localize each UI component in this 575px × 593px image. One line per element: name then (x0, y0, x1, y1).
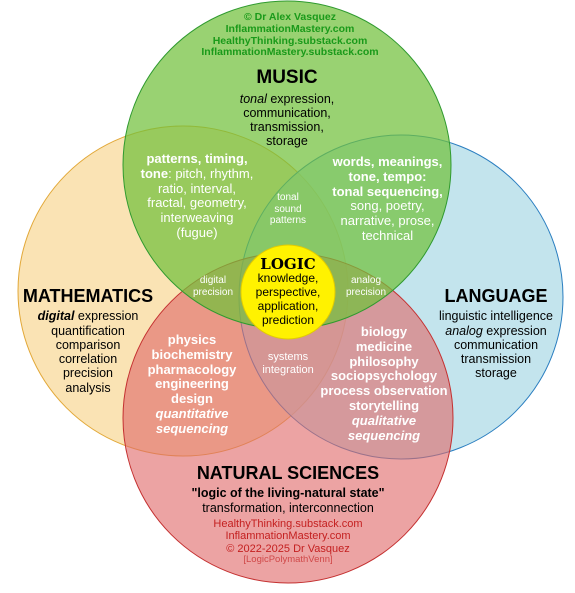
overlap-line: technical (361, 228, 414, 244)
math-line: digital expression (6, 309, 170, 323)
overlap-line: medicine (355, 338, 413, 354)
music-italic: tonal (239, 91, 267, 106)
small-line: analog (350, 275, 382, 286)
mathematics-label: MATHEMATICS digital expression quantific… (6, 286, 170, 395)
small-line: tonal (277, 192, 299, 203)
small-line: precision (192, 286, 234, 298)
systems-integration: systems integration (253, 351, 323, 376)
overlap-line: qualitative (351, 412, 417, 428)
music-label: MUSIC tonal expression, communication, t… (187, 67, 387, 149)
logic-circle (240, 244, 336, 340)
overlap-line: ratio, interval, (157, 180, 237, 196)
math-line: precision (62, 366, 114, 381)
credit-bottom-line: HealthyThinking.substack.com (213, 518, 363, 530)
music-line: communication, (243, 105, 331, 120)
digital-precision: digital precision (188, 275, 238, 298)
language-title: LANGUAGE (444, 286, 548, 306)
credit-bottom-line: InflammationMastery.com (225, 530, 351, 543)
language-line: transmission (460, 352, 532, 367)
language-italic: analog (445, 323, 483, 338)
language-line: linguistic intelligence (439, 309, 553, 324)
overlap-bold: tone (140, 165, 169, 181)
credit-top-line: HealthyThinking.substack.com (212, 34, 368, 47)
math-line: correlation (58, 352, 118, 367)
overlap-line: tone: pitch, rhythm, (122, 165, 272, 182)
overlap-line: narrative, prose, (340, 213, 435, 229)
language-line-rest: expression (482, 323, 547, 338)
music-math-overlap: patterns, timing, tone: pitch, rhythm, r… (122, 151, 272, 241)
overlap-line: song, poetry, (350, 198, 425, 214)
overlap-line: fractal, geometry, (147, 195, 247, 211)
overlap-line: process observation (320, 383, 448, 399)
math-line: quantification (51, 323, 125, 338)
math-science-overlap: physics biochemistry pharmacology engine… (132, 332, 252, 437)
music-title: MUSIC (256, 67, 318, 88)
small-line: digital (199, 275, 227, 286)
overlap-line-rest: : pitch, rhythm, (168, 165, 254, 181)
overlap-line: interweaving (160, 210, 234, 226)
diagram-tag: [LogicPolymathVenn] (243, 553, 333, 565)
overlap-line: pharmacology (147, 361, 237, 377)
overlap-line: physics (167, 332, 217, 347)
overlap-line: sequencing (155, 420, 229, 436)
small-line: sound (274, 203, 302, 215)
music-line-rest: expression, (266, 91, 335, 106)
logic-line: knowledge, (257, 271, 319, 286)
logic-line: perspective, (255, 284, 321, 299)
credit-top-line: InflammationMastery.com (225, 22, 355, 35)
overlap-line: storytelling (348, 398, 420, 414)
overlap-line: biochemistry (151, 346, 233, 362)
language-science-overlap: biology medicine philosophy sociopsychol… (310, 324, 458, 444)
music-line: storage (266, 134, 308, 149)
language-line: communication (453, 337, 539, 352)
small-line: integration (262, 363, 314, 376)
overlap-line: quantitative (155, 406, 229, 422)
credit-bottom-line: © 2022-2025 Dr Vasquez (226, 542, 350, 555)
overlap-line: tonal sequencing, (332, 183, 443, 199)
overlap-line: sociopsychology (330, 368, 438, 384)
logic-line: application, (257, 298, 319, 313)
overlap-line: biology (360, 324, 408, 339)
overlap-line: philosophy (349, 353, 419, 369)
credit-bottom: HealthyThinking.substack.com Inflammatio… (188, 518, 388, 566)
language-line: analog expression (422, 324, 570, 338)
overlap-line: design (171, 391, 213, 407)
math-line: comparison (55, 337, 121, 352)
small-line: precision (345, 286, 387, 298)
credit-top-line: InflammationMastery.substack.com (201, 46, 379, 59)
credit-top-line: © Dr Alex Vasquez (244, 11, 336, 23)
overlap-line: words, meanings, (332, 154, 443, 169)
overlap-line: tone, tempo: (348, 168, 427, 184)
small-line: patterns (269, 215, 307, 226)
language-label: LANGUAGE linguistic intelligence analog … (422, 286, 570, 381)
logic-title: LOGIC (260, 255, 316, 273)
small-line: systems (267, 351, 309, 363)
language-line: storage (475, 366, 517, 381)
math-line-rest: expression (74, 309, 139, 324)
music-line: tonal expression, (187, 92, 387, 106)
overlap-line: patterns, timing, (146, 151, 248, 166)
natural-sciences-title: NATURAL SCIENCES (196, 463, 380, 483)
credit-top: © Dr Alex Vasquez InflammationMastery.co… (185, 11, 395, 59)
natural-sciences-label: NATURAL SCIENCES "logic of the living-na… (163, 463, 413, 515)
science-line: "logic of the living-natural state" (191, 486, 385, 501)
science-line: transformation, interconnection (202, 500, 374, 515)
logic-line: prediction (261, 312, 315, 327)
music-language-overlap: words, meanings, tone, tempo: tonal sequ… (310, 154, 465, 244)
math-italic: digital (37, 309, 75, 324)
tonal-sound-patterns: tonal sound patterns (258, 192, 318, 227)
overlap-line: (fugue) (176, 225, 218, 241)
music-line: transmission, (250, 120, 324, 135)
mathematics-title: MATHEMATICS (22, 286, 154, 306)
logic-label: LOGIC knowledge, perspective, applicatio… (241, 256, 335, 327)
analog-precision: analog precision (338, 275, 394, 298)
overlap-line: engineering (155, 376, 229, 392)
overlap-line: sequencing (347, 427, 421, 443)
math-line: analysis (65, 380, 111, 395)
